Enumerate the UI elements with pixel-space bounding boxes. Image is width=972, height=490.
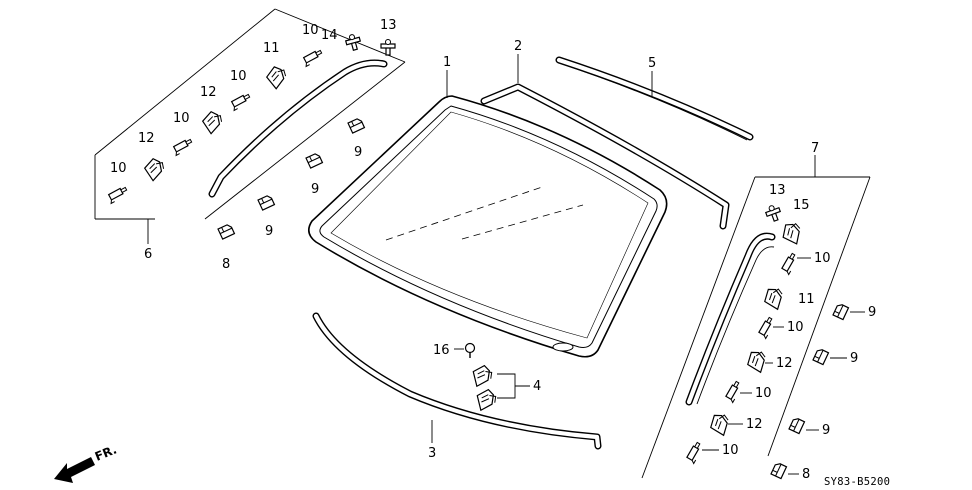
lower-molding <box>312 312 602 450</box>
clip-10 <box>724 380 744 404</box>
callout-9: 9 <box>850 351 858 366</box>
glass-reflection-line <box>461 204 584 240</box>
front-direction-indicator: FR. <box>54 442 119 483</box>
clip-9 <box>305 152 324 169</box>
callout-3: 3 <box>428 446 436 461</box>
clip-10 <box>685 441 705 465</box>
arrow-down-left-icon <box>54 457 95 483</box>
clip-10 <box>780 252 800 276</box>
callout-10: 10 <box>755 386 772 401</box>
callout-9: 9 <box>311 182 319 197</box>
clip-12 <box>706 409 734 437</box>
callout-8: 8 <box>222 257 230 272</box>
clip-9 <box>257 194 276 211</box>
callout-9: 9 <box>354 145 362 160</box>
clip-15 <box>779 219 806 246</box>
callout-12: 12 <box>746 417 763 432</box>
group-box-7-edge <box>767 176 871 457</box>
clip-4-lower <box>475 387 499 412</box>
callout-9: 9 <box>868 305 876 320</box>
group-box-7-edge <box>641 176 756 479</box>
upper-rail-molding <box>555 56 754 141</box>
windshield-glass-line <box>330 111 649 339</box>
vin-window-mark <box>552 342 574 352</box>
windshield-outer-edge <box>308 95 668 358</box>
clip-10 <box>171 137 195 157</box>
callout-12: 12 <box>200 85 217 100</box>
molding-edge-line <box>696 246 775 405</box>
callout-10: 10 <box>302 23 319 38</box>
clip-9 <box>347 117 366 134</box>
callout-4: 4 <box>533 379 541 394</box>
callout-2: 2 <box>514 39 522 54</box>
diagram-code: SY83-B5200 <box>824 476 890 488</box>
clip-10 <box>229 92 253 112</box>
clip-4-upper <box>471 363 495 388</box>
clip-14 <box>343 32 363 53</box>
left-side-molding <box>208 59 388 198</box>
direction-label: FR. <box>93 442 119 463</box>
upper-molding <box>480 83 730 230</box>
molding-edge-line <box>561 63 748 141</box>
callout-8: 8 <box>802 467 810 482</box>
callout-10: 10 <box>787 320 804 335</box>
clip-12 <box>142 155 169 182</box>
bolt-head <box>464 342 476 354</box>
callout-12: 12 <box>776 356 793 371</box>
clip-12 <box>743 346 771 374</box>
callout-7: 7 <box>811 141 819 156</box>
clip-12 <box>200 108 227 135</box>
group-box-7 <box>641 155 871 479</box>
group-box-6-edge <box>204 61 406 220</box>
glass-reflection-line <box>385 185 546 241</box>
bracket-leader-4 <box>497 373 530 399</box>
callout-1: 1 <box>443 55 451 70</box>
callout-11: 11 <box>798 292 815 307</box>
clip-10 <box>106 185 130 205</box>
callout-13: 13 <box>769 183 786 198</box>
callout-6: 6 <box>144 247 152 262</box>
callout-12: 12 <box>138 131 155 146</box>
callout-16: 16 <box>433 343 450 358</box>
clip-10 <box>757 316 777 340</box>
callout-10: 10 <box>230 69 247 84</box>
callout-10: 10 <box>722 443 739 458</box>
callout-9: 9 <box>822 423 830 438</box>
callout-14: 14 <box>321 28 338 43</box>
windshield-glass <box>308 95 668 358</box>
callout-10: 10 <box>814 251 831 266</box>
group-box-6-edge <box>94 8 276 156</box>
clip-8 <box>217 223 236 240</box>
group-box-6 <box>94 8 406 244</box>
bolt-16 <box>464 342 476 358</box>
clip-11 <box>263 62 291 90</box>
clip-8 <box>770 461 788 480</box>
clip-13 <box>763 202 784 224</box>
clip-9 <box>832 302 850 321</box>
callout-13: 13 <box>380 18 397 33</box>
callout-10: 10 <box>173 111 190 126</box>
right-side-molding <box>685 232 776 406</box>
callout-15: 15 <box>793 198 810 213</box>
windshield-inner-edge <box>319 105 658 348</box>
clip-11 <box>760 283 788 311</box>
callout-5: 5 <box>648 56 656 71</box>
clip-9 <box>788 416 806 435</box>
group-box-6-edge <box>274 8 406 63</box>
clip-9 <box>812 347 830 366</box>
clip-10 <box>301 48 325 68</box>
callout-11: 11 <box>263 41 280 56</box>
callout-10: 10 <box>110 161 127 176</box>
callout-9: 9 <box>265 224 273 239</box>
